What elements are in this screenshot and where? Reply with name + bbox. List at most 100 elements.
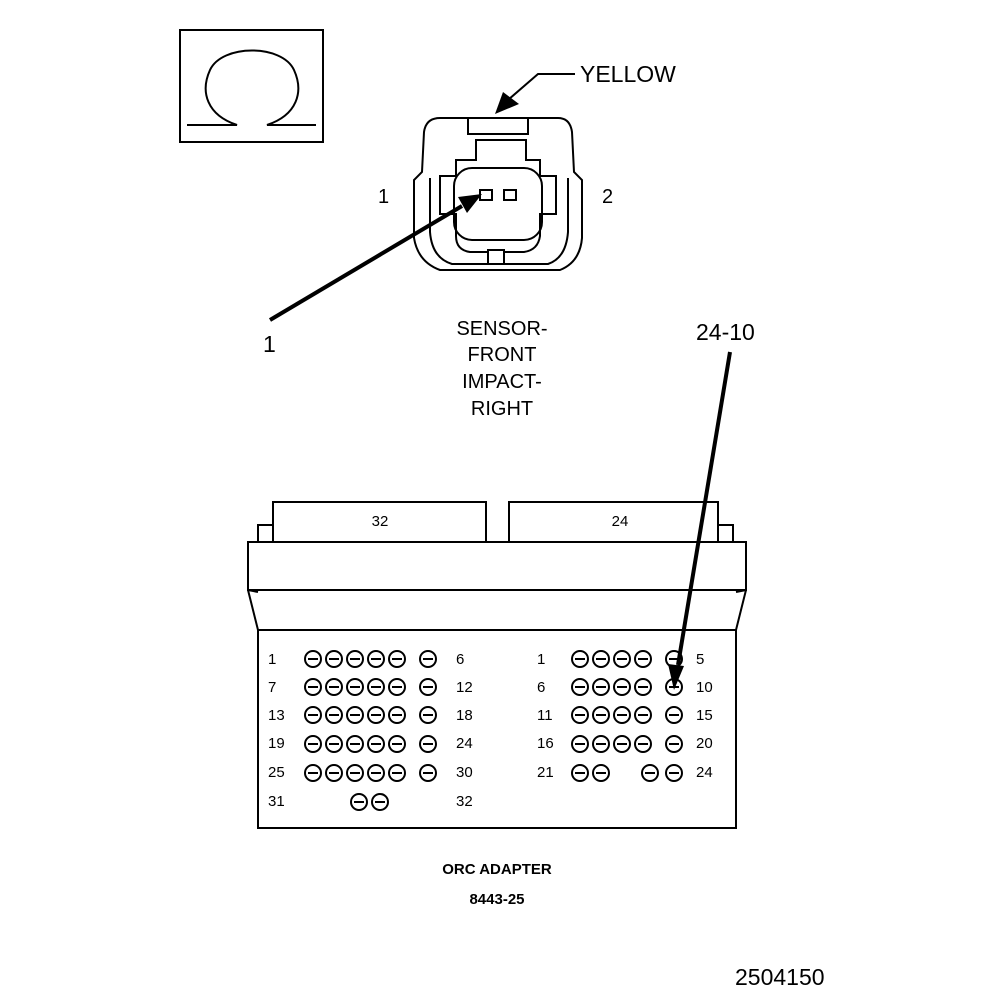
left-row-3-end: 18 [456, 707, 473, 724]
pin-callout-label: 1 [263, 331, 276, 357]
left-pin [367, 706, 385, 724]
left-row-2-start: 7 [268, 679, 276, 696]
sensor-pin-right: 2 [602, 186, 613, 208]
left-pin [304, 650, 322, 668]
right-row-1-end: 5 [696, 651, 704, 668]
right-pin [665, 706, 683, 724]
sensor-name-line-1: SENSOR- [456, 318, 547, 340]
left-pin [419, 678, 437, 696]
left-row-1-start: 1 [268, 651, 276, 668]
right-pin [571, 706, 589, 724]
left-pin [304, 706, 322, 724]
left-pin [419, 764, 437, 782]
sensor-name-line-3: IMPACT- [462, 371, 542, 393]
right-row-1-start: 1 [537, 651, 545, 668]
right-pin [613, 650, 631, 668]
right-pin [613, 735, 631, 753]
ohm-icon [179, 29, 324, 143]
right-row-4-end: 20 [696, 735, 713, 752]
right-pin [592, 706, 610, 724]
right-pin [592, 764, 610, 782]
right-pin [571, 678, 589, 696]
left-pin [388, 706, 406, 724]
right-pin [571, 735, 589, 753]
yellow-leader [495, 73, 575, 114]
sensor-connector [413, 117, 583, 271]
left-pin [346, 735, 364, 753]
right-pin [634, 706, 652, 724]
right-pin [592, 735, 610, 753]
right-row-3-end: 15 [696, 707, 713, 724]
right-row-2-end: 10 [696, 679, 713, 696]
sensor-name-line-4: RIGHT [471, 398, 533, 420]
right-pin [665, 764, 683, 782]
right-pin [634, 650, 652, 668]
left-pin [325, 764, 343, 782]
left-row-5-start: 25 [268, 764, 285, 781]
left-pin [371, 793, 389, 811]
left-pin [346, 706, 364, 724]
pin-1-callout-arrow [268, 194, 482, 322]
left-pin [346, 650, 364, 668]
left-pin [419, 706, 437, 724]
pin-24-10-callout-arrow [668, 351, 732, 690]
left-connector-label: 32 [372, 513, 389, 530]
left-pin [346, 678, 364, 696]
left-pin [367, 735, 385, 753]
sensor-name-line-2: FRONT [468, 344, 537, 366]
right-row-3-start: 11 [537, 707, 553, 724]
left-pin [346, 764, 364, 782]
adapter-part-number: 8443-25 [469, 891, 524, 908]
left-pin [419, 650, 437, 668]
adapter-callout-label: 24-10 [696, 319, 755, 345]
left-row-3-start: 13 [268, 707, 285, 724]
right-pin [665, 735, 683, 753]
left-pin [350, 793, 368, 811]
left-pin [367, 650, 385, 668]
left-pin [388, 735, 406, 753]
right-row-4-start: 16 [537, 735, 554, 752]
pin-circles [304, 650, 683, 811]
right-pin [613, 706, 631, 724]
figure-number: 2504150 [735, 964, 825, 990]
orc-adapter-body [247, 501, 747, 829]
left-pin [325, 650, 343, 668]
left-pin [367, 678, 385, 696]
left-pin-block: 1 6 7 12 13 18 19 24 25 30 31 32 [268, 651, 473, 810]
left-pin [367, 764, 385, 782]
left-row-6-end: 32 [456, 793, 473, 810]
left-pin [419, 735, 437, 753]
right-row-5-end: 24 [696, 764, 713, 781]
right-pin [634, 735, 652, 753]
right-pin [571, 650, 589, 668]
left-pin [388, 764, 406, 782]
right-pin [634, 678, 652, 696]
left-row-4-end: 24 [456, 735, 473, 752]
left-pin [388, 650, 406, 668]
wire-color-label: YELLOW [580, 61, 676, 87]
right-row-5-start: 21 [537, 764, 554, 781]
adapter-title: ORC ADAPTER [442, 861, 552, 878]
left-row-2-end: 12 [456, 679, 473, 696]
right-pin [592, 678, 610, 696]
right-pin-block: 1 5 6 10 11 15 16 20 21 24 [537, 651, 713, 781]
sensor-pin-left: 1 [378, 186, 389, 208]
right-pin [592, 650, 610, 668]
left-row-1-end: 6 [456, 651, 464, 668]
left-row-5-end: 30 [456, 764, 473, 781]
left-pin [325, 706, 343, 724]
left-pin [325, 678, 343, 696]
left-row-4-start: 19 [268, 735, 285, 752]
sensor-name: SENSOR- FRONT IMPACT- RIGHT [456, 318, 547, 420]
left-pin [325, 735, 343, 753]
left-pin [388, 678, 406, 696]
left-pin [304, 764, 322, 782]
left-pin [304, 735, 322, 753]
right-pin [613, 678, 631, 696]
right-pin [571, 764, 589, 782]
right-pin [641, 764, 659, 782]
left-row-6-start: 31 [268, 793, 285, 810]
left-pin [304, 678, 322, 696]
right-connector-label: 24 [612, 513, 629, 530]
